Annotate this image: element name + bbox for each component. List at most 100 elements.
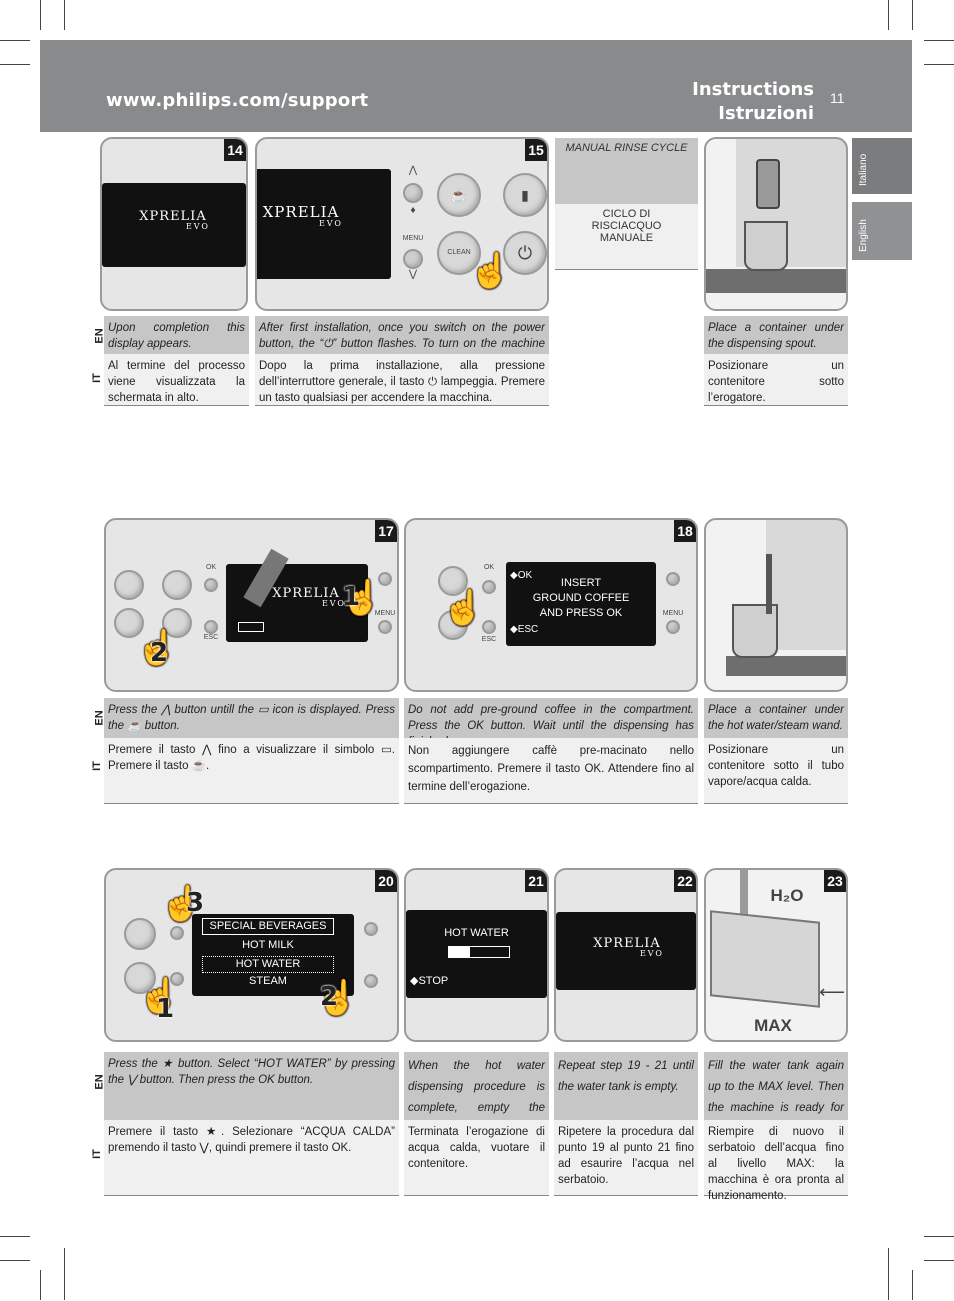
milk-jug [744, 221, 788, 271]
step-number: 22 [674, 870, 696, 892]
step-number: 21 [525, 870, 547, 892]
step-23-text-it: Riempire di nuovo il serbatoio dell’acqu… [704, 1120, 848, 1202]
page-number: 11 [830, 90, 845, 106]
menu-title: SPECIAL BEVERAGES [202, 918, 334, 935]
ground-coffee-button[interactable] [114, 608, 144, 638]
tab-italiano: Italiano [852, 138, 912, 194]
step-15-text-en: After first installation, once you switc… [255, 316, 549, 366]
down-button[interactable] [364, 974, 378, 988]
coffee-button[interactable] [438, 566, 468, 596]
crop-mark [64, 1248, 65, 1300]
pointing-hand-icon: ☝ [160, 885, 203, 923]
esc-button[interactable] [170, 972, 184, 986]
pointing-hand-icon: ☝ [442, 589, 485, 627]
esc-button[interactable] [482, 620, 496, 634]
step-19-text-en: Place a container under the hot water/st… [704, 698, 848, 738]
esc-label: ESC [481, 636, 497, 643]
tab-italiano-label: Italiano [858, 153, 869, 186]
up-button[interactable] [666, 572, 680, 586]
callout-3: 3 [186, 888, 205, 918]
up-button[interactable] [364, 922, 378, 936]
title-it: Istruzioni [718, 103, 814, 124]
power-button[interactable] [503, 231, 547, 275]
water-tank [710, 910, 820, 1008]
menu-label: MENU [662, 610, 684, 617]
callout-1: 1 [156, 994, 175, 1024]
ok-button[interactable] [204, 578, 218, 592]
support-url[interactable]: www.philips.com/support [106, 90, 369, 111]
ground-coffee-button[interactable] [438, 610, 468, 640]
up-button[interactable] [378, 572, 392, 586]
step-14-text-en: Upon completion this display appears. [104, 316, 249, 354]
crop-mark [912, 0, 913, 30]
down-button[interactable] [378, 620, 392, 634]
machine-display: ◆OK INSERT GROUND COFFEE AND PRESS OK ◆E… [506, 562, 656, 646]
step-18-illustration: 18 OK ESC ◆OK INSERT GROUND COFFEE AND P… [404, 518, 698, 692]
up-button[interactable] [403, 183, 423, 203]
clean-button[interactable] [437, 231, 481, 275]
down-button[interactable] [403, 249, 423, 269]
crop-mark [40, 0, 41, 30]
dispenser-spout [756, 159, 780, 209]
pointing-hand-icon: ☝ [340, 579, 383, 617]
ok-button[interactable] [170, 926, 184, 940]
step-14-text-it: Al termine del processo viene visualizza… [104, 354, 249, 406]
step-number: 17 [375, 520, 397, 542]
crop-mark [924, 40, 954, 41]
crop-mark [888, 0, 889, 30]
lang-code-it: IT [90, 373, 103, 383]
ok-button[interactable] [482, 580, 496, 594]
menu-label: MENU [374, 610, 396, 617]
esc-button[interactable] [204, 620, 218, 634]
menu-item-hot-water[interactable]: HOT WATER [202, 956, 334, 973]
crop-mark [64, 0, 65, 30]
step-16-text-en: Place a container under the dispensing s… [704, 316, 848, 354]
step-21-text-it: Terminata l’erogazione di acqua calda, v… [404, 1120, 549, 1196]
step-18-text-it: Non aggiungere caffè pre-macinato nello … [404, 738, 698, 804]
down-arrow-icon: ⋁ [408, 269, 418, 280]
max-arrow-icon: ⟵ [819, 982, 845, 1002]
crop-mark [0, 1260, 30, 1261]
crop-mark [912, 1270, 913, 1300]
menu-item-hot-milk: HOT MILK [242, 939, 294, 951]
screen-line-2: GROUND COFFEE [532, 592, 630, 604]
step-16-illustration: 16 [704, 137, 848, 311]
step-23-illustration: 23 H₂O ⟵ MAX [704, 868, 848, 1042]
menu-item-steam: STEAM [249, 975, 287, 987]
lang-code-it: IT [90, 761, 103, 771]
step-19-illustration: 19 [704, 518, 848, 692]
steam-wand [766, 554, 772, 614]
progress-bar [448, 946, 510, 958]
long-coffee-button[interactable] [162, 570, 192, 600]
special-beverages-button[interactable] [124, 962, 156, 994]
aroma-icon: ♦ [410, 205, 416, 216]
down-button[interactable] [666, 620, 680, 634]
tab-english: English [852, 202, 912, 260]
step-22-text-en: Repeat step 19 - 21 until the water tank… [554, 1052, 698, 1120]
machine-display: SPECIAL BEVERAGES HOT MILK HOT WATER STE… [192, 914, 354, 996]
long-coffee-button[interactable] [503, 173, 547, 217]
coffee-button[interactable] [124, 918, 156, 950]
coffee-button[interactable] [437, 173, 481, 217]
up-arrow-icon: ⋀ [408, 165, 418, 176]
ok-label: OK [205, 564, 217, 571]
coffee-cup-icon: ☕ [450, 187, 468, 203]
step-15-text-it: Dopo la prima installazione, alla pressi… [255, 354, 549, 406]
step-20-text-it: Premere il tasto ★. Selezionare “ACQUA C… [104, 1120, 399, 1196]
special-beverages-button[interactable] [162, 608, 192, 638]
crop-mark [888, 1248, 889, 1300]
step-number: 14 [224, 139, 246, 161]
power-icon: ⏻ [517, 243, 533, 263]
coffee-button[interactable] [114, 570, 144, 600]
machine-front [766, 520, 846, 650]
h2o-label: H₂O [770, 886, 804, 905]
step-22-text-it: Ripetere la procedura dal punto 19 al pu… [554, 1120, 698, 1196]
